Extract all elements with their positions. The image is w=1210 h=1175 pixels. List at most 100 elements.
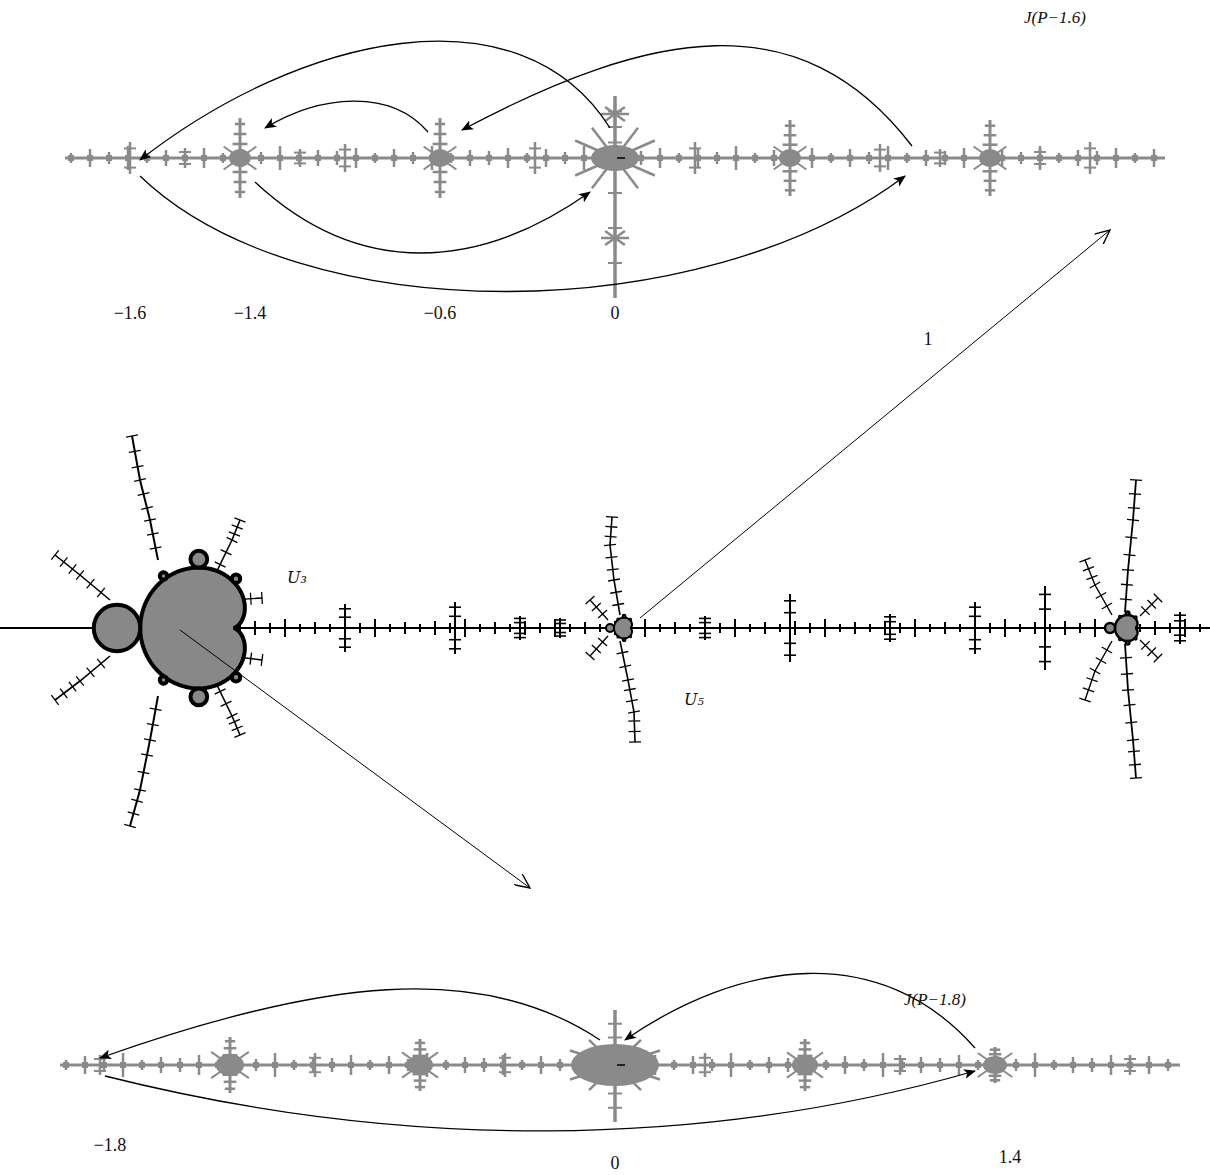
antenna bbox=[55, 656, 110, 700]
julia-twig bbox=[783, 143, 798, 146]
filament-tick bbox=[1139, 624, 1141, 632]
filament-branch bbox=[559, 618, 561, 638]
julia-twig bbox=[499, 1057, 511, 1059]
antenna-twig bbox=[261, 592, 263, 604]
orbit-arrow bbox=[100, 989, 600, 1058]
antenna-twig bbox=[606, 516, 618, 518]
julia-twig bbox=[234, 133, 247, 136]
julia-bud bbox=[443, 1062, 449, 1068]
antenna-twig bbox=[132, 466, 144, 468]
filament-twig bbox=[449, 615, 461, 617]
filament-branch bbox=[1044, 586, 1046, 670]
antenna-twig bbox=[1125, 722, 1137, 723]
filament-twig bbox=[554, 632, 566, 634]
julia-set-title: J(P−1.6) bbox=[1024, 9, 1086, 28]
filament-tick bbox=[1034, 622, 1036, 634]
julia-twig bbox=[435, 123, 445, 126]
antenna-twig bbox=[619, 665, 631, 667]
antenna-twig bbox=[1127, 519, 1139, 520]
julia-twig bbox=[894, 1070, 906, 1072]
julia-bud bbox=[1070, 1062, 1076, 1068]
julia-twig bbox=[989, 1075, 1002, 1078]
filament-twig bbox=[699, 633, 711, 635]
filament-twig bbox=[554, 619, 566, 621]
filament-twig bbox=[514, 618, 526, 620]
antenna-twig bbox=[138, 493, 150, 496]
julia-main-blob bbox=[571, 1044, 659, 1086]
antenna-twig bbox=[229, 719, 240, 724]
julia-bud bbox=[581, 155, 587, 161]
satellite-bulb bbox=[160, 676, 167, 683]
julia-star-ray bbox=[615, 107, 625, 114]
julia-centre-dash bbox=[617, 1064, 625, 1066]
antenna-twig bbox=[1122, 569, 1134, 571]
julia-bud bbox=[847, 155, 853, 161]
julia-twig bbox=[225, 1040, 235, 1043]
antenna-twig bbox=[605, 557, 617, 558]
satellite-bulb bbox=[1135, 617, 1137, 619]
filament-tick bbox=[779, 624, 781, 632]
julia-bud bbox=[467, 155, 473, 161]
julia-bud bbox=[481, 1062, 487, 1068]
antenna-twig bbox=[1130, 777, 1142, 779]
julia-blob bbox=[979, 149, 1001, 167]
julia-bud bbox=[139, 1062, 145, 1068]
antenna bbox=[130, 696, 158, 826]
julia-twig bbox=[433, 171, 448, 174]
orbit-arrow bbox=[140, 176, 905, 292]
antenna-twig bbox=[586, 596, 595, 604]
antenna-twig bbox=[97, 659, 105, 668]
filament-tick bbox=[929, 624, 931, 632]
antenna-twig bbox=[608, 579, 620, 581]
filament-branch bbox=[454, 602, 456, 654]
filament-tick bbox=[329, 624, 331, 632]
antenna-twig bbox=[598, 638, 607, 646]
antenna-twig bbox=[604, 544, 616, 545]
julia-blob bbox=[429, 149, 451, 167]
filament-tick bbox=[839, 624, 841, 632]
antenna bbox=[610, 517, 620, 615]
zoom-arrow bbox=[180, 630, 530, 888]
filament-tick bbox=[809, 623, 811, 633]
filament-twig bbox=[1039, 661, 1051, 663]
julia-blob bbox=[792, 1055, 818, 1075]
antenna-twig bbox=[232, 525, 243, 529]
julia-blob bbox=[983, 1056, 1007, 1074]
julia-bud bbox=[163, 155, 169, 161]
julia-bud bbox=[120, 1062, 126, 1068]
julia-bud bbox=[956, 1062, 962, 1068]
julia-twig bbox=[784, 180, 797, 183]
filament-twig bbox=[969, 639, 981, 641]
julia-twig bbox=[415, 1086, 425, 1089]
julia-twig bbox=[94, 1070, 106, 1072]
julia-bud bbox=[937, 1062, 943, 1068]
julia-twig bbox=[894, 1058, 906, 1060]
julia-bud bbox=[728, 1062, 734, 1068]
antenna-twig bbox=[592, 603, 601, 611]
antenna-twig bbox=[1096, 593, 1106, 599]
antenna-twig bbox=[1129, 493, 1141, 495]
antenna bbox=[620, 641, 635, 742]
antenna-twig bbox=[97, 588, 105, 597]
filament-branch bbox=[704, 616, 706, 640]
satellite-bulb bbox=[190, 551, 207, 568]
julia-bud bbox=[828, 155, 834, 161]
julia-bud bbox=[196, 1062, 202, 1068]
julia-bud bbox=[1132, 155, 1138, 161]
julia-twig bbox=[990, 1048, 1000, 1051]
filament-twig bbox=[784, 654, 796, 656]
filament-twig bbox=[1174, 620, 1186, 622]
antenna-twig bbox=[250, 653, 251, 665]
julia-twig bbox=[985, 124, 995, 127]
julia-bud bbox=[1018, 155, 1024, 161]
filament-tick bbox=[869, 624, 871, 632]
filament-tick bbox=[944, 622, 946, 634]
julia-arm bbox=[879, 144, 882, 172]
julia-bud bbox=[1094, 155, 1100, 161]
antenna-twig bbox=[1128, 750, 1140, 752]
axis-value: 1 bbox=[924, 330, 933, 350]
julia-arm bbox=[129, 142, 132, 174]
axis-value: −1.8 bbox=[94, 1136, 127, 1156]
julia-twig bbox=[124, 147, 136, 149]
filament-tick bbox=[1094, 619, 1096, 637]
